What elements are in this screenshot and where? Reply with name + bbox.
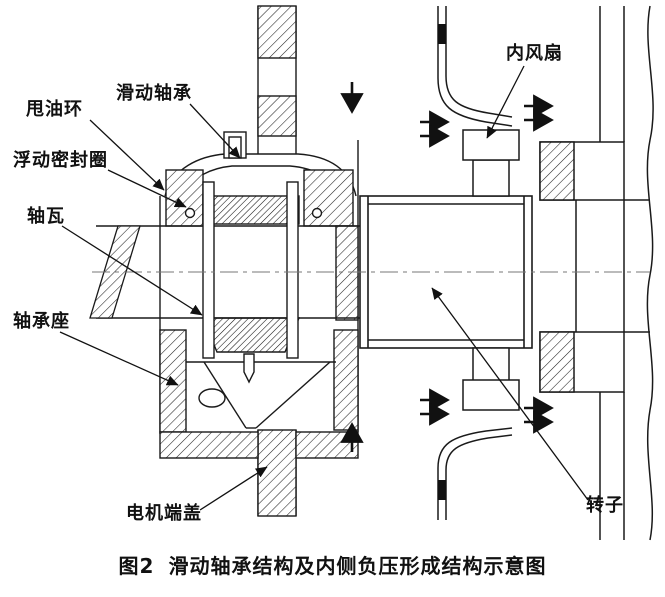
inner-fan-top [462, 129, 520, 197]
label-floating-seal: 浮动密封圈 [13, 150, 108, 171]
stator-frame [539, 5, 654, 541]
label-motor-end-cover: 电机端盖 [126, 503, 202, 524]
label-bearing-seat: 轴承座 [13, 311, 70, 332]
figure-caption-number: 图2 [118, 554, 155, 578]
fan-shroud-bottom [437, 427, 513, 520]
seal-rings [184, 181, 323, 359]
rotor-body [359, 195, 533, 349]
label-oil-slinger: 甩油环 [26, 99, 83, 120]
label-rotor: 转子 [586, 495, 624, 516]
label-sliding-bearing: 滑动轴承 [116, 83, 192, 104]
figure-caption-title: 滑动轴承结构及内侧负压形成结构示意图 [168, 554, 547, 578]
label-inner-fan: 内风扇 [506, 43, 563, 64]
figure-caption: 图2 滑动轴承结构及内侧负压形成结构示意图 [0, 550, 665, 579]
inner-fan-bottom [462, 347, 520, 411]
airflow-arrows [340, 82, 554, 452]
fan-shroud-top [437, 6, 513, 127]
bearing-housing [159, 131, 359, 459]
leader-lines [59, 65, 589, 511]
label-bearing-shell: 轴瓦 [27, 206, 65, 227]
